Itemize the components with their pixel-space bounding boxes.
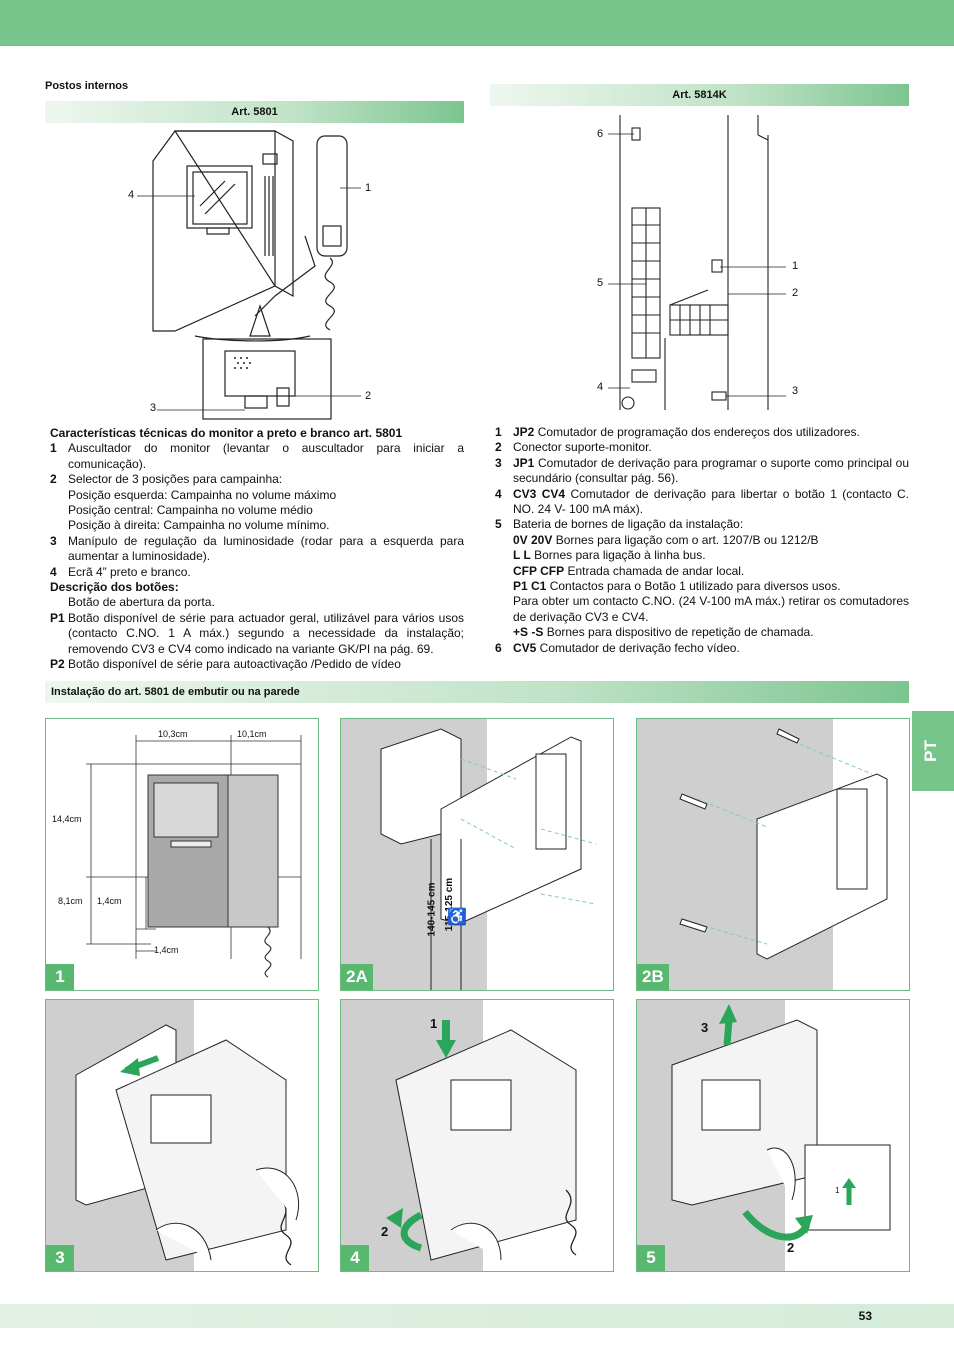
footer-bar: 53: [0, 1304, 954, 1328]
callout-5-right: 5: [597, 277, 604, 289]
panel-badge: 2A: [341, 964, 373, 990]
step-number: 3: [701, 1020, 709, 1035]
terminal-item: Para obter um contacto C.NO. (24 V-100 m…: [513, 594, 909, 624]
callout-3-right: 3: [792, 385, 799, 397]
panel-badge: 4: [341, 1245, 369, 1271]
install-panel-4: 1 2 4: [340, 999, 614, 1272]
step-number: 1: [430, 1016, 438, 1031]
section-title: Postos internos: [45, 80, 129, 92]
terminal-item: L L Bornes para ligação à linha bus.: [513, 548, 706, 563]
callout-1-left: 1: [365, 182, 372, 194]
dim-width-b: 10,1cm: [237, 729, 267, 739]
callout-4-left: 4: [128, 189, 135, 201]
button-item: Botão de abertura da porta.: [68, 595, 215, 610]
wall-mount-drawing: [679, 728, 888, 960]
support-5814k-drawing: [608, 115, 786, 410]
flush-box-drawing: [380, 728, 597, 990]
buttons-heading: Descrição dos botões:: [50, 580, 179, 595]
dim-offset-b: 1,4cm: [154, 945, 179, 955]
panel-badge: 2B: [637, 964, 669, 990]
article-bar-5814k: Art. 5814K: [490, 84, 909, 106]
callout-2-right: 2: [792, 287, 799, 299]
spec-subitem: Posição esquerda: Campainha no volume má…: [68, 487, 337, 502]
article-bar-5801: Art. 5801: [45, 101, 464, 123]
release-monitor-drawing: [671, 1004, 891, 1241]
lock-monitor-drawing: [386, 1020, 577, 1261]
left-specs: Características técnicas do monitor a pr…: [50, 426, 464, 673]
step-number: 1: [835, 1186, 840, 1195]
language-tab[interactable]: PT: [912, 711, 954, 791]
spec-subitem: Posição central: Campainha no volume méd…: [68, 503, 313, 518]
panel-badge: 3: [46, 1245, 74, 1271]
panel-badge: 1: [46, 964, 74, 990]
installation-bar: Instalação do art. 5801 de embutir ou na…: [45, 681, 909, 703]
install-panel-2b: 2B: [636, 718, 910, 991]
spec-subitem: Posição à direita: Campainha no volume m…: [68, 518, 330, 533]
wheelchair-icon: ♿: [447, 909, 467, 926]
dim-height-b: 8,1cm: [58, 896, 83, 906]
callout-3-left: 3: [150, 402, 157, 414]
specs-heading: Características técnicas do monitor a pr…: [50, 426, 403, 440]
callout-1-right: 1: [792, 260, 799, 272]
page-number: 53: [858, 1309, 872, 1323]
install-panel-2a: 140-145 cm 115-125 cm ♿ 2A: [340, 718, 614, 991]
dim-width-a: 10,3cm: [158, 729, 188, 739]
height-range-a: 140-145 cm: [426, 882, 438, 937]
dim-offset-a: 1,4cm: [97, 896, 122, 906]
callout-6-right: 6: [597, 128, 604, 140]
top-header-bar: [0, 0, 954, 46]
mount-monitor-drawing: [75, 1024, 300, 1266]
terminal-item: +S -S Bornes para dispositivo de repetiç…: [513, 625, 814, 640]
step-number: 2: [381, 1224, 389, 1239]
install-panel-5: 3 2 1 5: [636, 999, 910, 1272]
step-number: 2: [787, 1240, 795, 1255]
panel-badge: 5: [637, 1245, 665, 1271]
terminal-item: P1 C1 Contactos para o Botão 1 utilizado…: [513, 579, 841, 594]
dimension-drawing: [86, 735, 302, 978]
monitor-5801-drawing: [137, 130, 361, 420]
terminal-item: 0V 20V Bornes para ligação com o art. 12…: [513, 532, 819, 547]
install-panel-3: 3: [45, 999, 319, 1272]
callout-4-right: 4: [597, 381, 604, 393]
terminal-item: CFP CFP Entrada chamada de andar local.: [513, 563, 745, 578]
install-panel-1: 10,3cm 10,1cm 14,4cm 8,1cm 1,4cm 1,4cm 1: [45, 718, 319, 991]
dim-height-a: 14,4cm: [52, 814, 82, 824]
callout-2-left: 2: [365, 390, 372, 402]
